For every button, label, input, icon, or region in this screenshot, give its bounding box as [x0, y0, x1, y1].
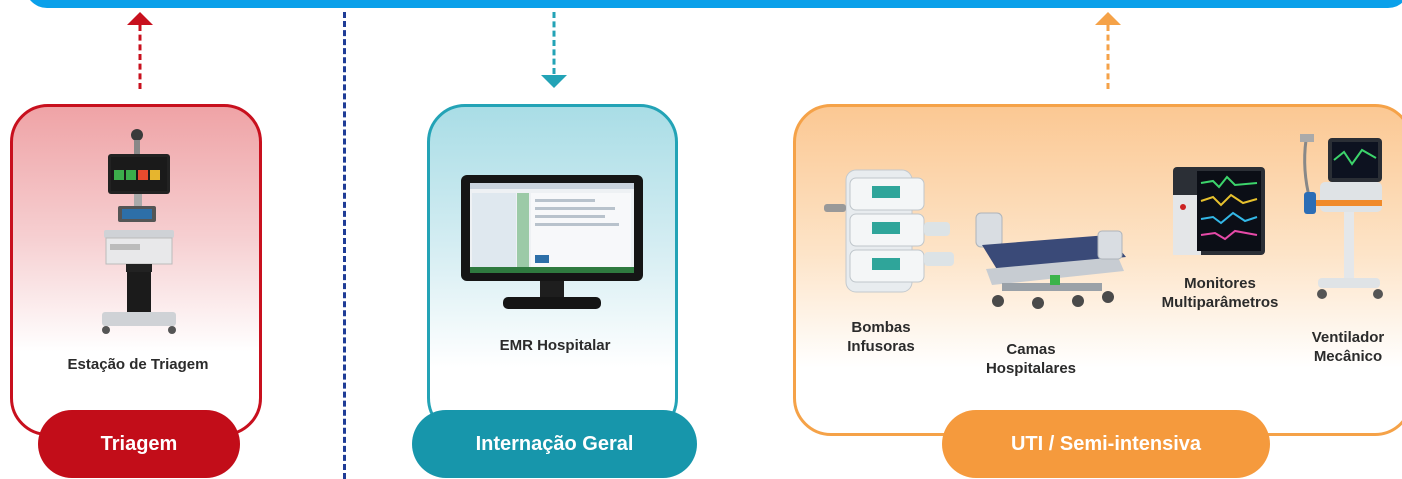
- emr-down-arrow: [539, 12, 569, 90]
- multiparameter-monitors-label: Monitores Multiparâmetros: [1140, 274, 1300, 312]
- triage-station-image: [102, 129, 176, 334]
- uti-up-arrow: [1093, 12, 1123, 90]
- hospital-beds-label: Camas Hospitalares: [966, 340, 1096, 378]
- triage-pill: Triagem: [38, 410, 240, 478]
- hospital-bed-image: [975, 212, 1126, 309]
- infusion-pumps-label: Bombas Infusoras: [826, 318, 936, 356]
- integration-bus-bar: [25, 0, 1402, 8]
- icu-pill: UTI / Semi-intensiva: [942, 410, 1270, 478]
- section-divider: [343, 12, 346, 479]
- multiparameter-monitors-label-line2: Multiparâmetros: [1161, 294, 1279, 311]
- mechanical-ventilator-image: [1300, 134, 1383, 299]
- triage-up-arrow: [125, 12, 155, 90]
- multiparameter-monitor-image: [1173, 167, 1265, 255]
- multiparameter-monitors-label-line1: Monitores: [1184, 275, 1256, 292]
- emr-monitor-image: [461, 175, 643, 309]
- infusion-pumps-label-line1: Bombas: [851, 319, 911, 336]
- emr-label: EMR Hospitalar: [499, 337, 611, 354]
- triage-station-label: Estação de Triagem: [67, 356, 209, 373]
- infusion-pumps-image: [824, 169, 954, 293]
- mechanical-ventilator-label-line1: Ventilador: [1311, 329, 1385, 346]
- mechanical-ventilator-label: Ventilador Mecânico: [1296, 328, 1400, 366]
- infusion-pumps-label-line2: Infusoras: [847, 338, 915, 355]
- mechanical-ventilator-label-line2: Mecânico: [1313, 348, 1383, 365]
- hospital-beds-label-line1: Camas: [1006, 341, 1056, 358]
- hospital-beds-label-line2: Hospitalares: [985, 360, 1077, 377]
- inpatient-pill: Internação Geral: [412, 410, 697, 478]
